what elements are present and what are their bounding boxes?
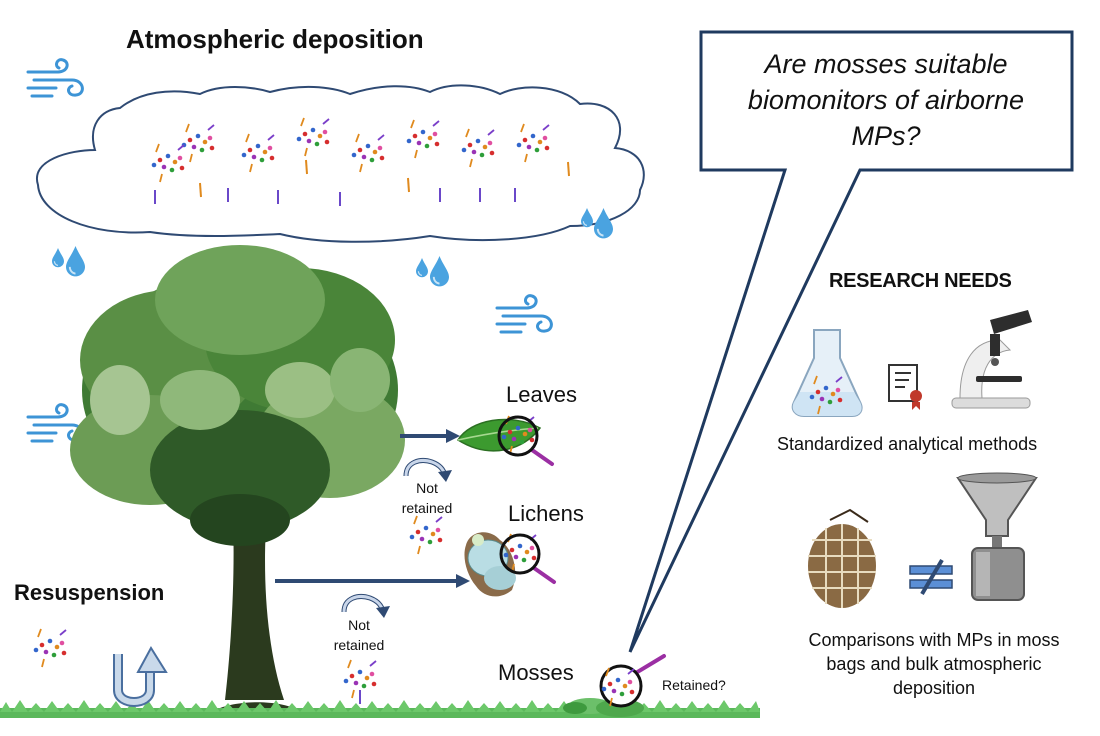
funnel-collector-icon	[956, 472, 1038, 601]
lichens-label: Lichens	[508, 501, 584, 526]
research-needs-heading: RESEARCH NEEDS	[829, 270, 1012, 292]
not-retained-line1: Not	[416, 480, 438, 496]
not-retained-line1: Not	[348, 617, 370, 633]
retained-question-label: Retained?	[662, 677, 726, 693]
wind-icon	[26, 58, 84, 98]
not-retained-line2: retained	[401, 500, 453, 516]
leaves-label: Leaves	[506, 382, 577, 407]
curved-arrow-icon	[403, 458, 452, 482]
mosses-label: Mosses	[498, 660, 574, 685]
curved-arrow-icon	[341, 594, 390, 618]
rain-drop-icon	[51, 245, 86, 278]
tree-icon	[70, 245, 405, 712]
microplastics-cluster	[408, 515, 444, 555]
not-retained-line2: retained	[333, 637, 385, 653]
moss-bag-icon	[808, 508, 876, 608]
not-equal-icon	[909, 558, 953, 596]
wind-icon	[495, 294, 553, 334]
diagram-title: Atmospheric deposition	[126, 24, 424, 54]
arrow-to-leaves	[400, 429, 460, 443]
standardized-methods-label: Standardized analytical methods	[777, 434, 1038, 454]
magnifier-icon	[599, 654, 666, 708]
u-turn-arrow-icon	[113, 646, 168, 707]
comparisons-label: Comparisons with MPs in moss bags and bu…	[808, 630, 1060, 698]
arrow-to-lichens	[275, 574, 470, 588]
resuspension-label: Resuspension	[14, 580, 165, 605]
document-certificate-icon	[888, 364, 922, 410]
not-retained-label: Not retained	[324, 615, 394, 655]
question-text: Are mosses suitable biomonitors of airbo…	[747, 49, 1025, 151]
question-bubble	[628, 30, 1074, 653]
flask-icon	[791, 329, 863, 417]
grass	[0, 700, 760, 718]
microscope-icon	[951, 310, 1032, 409]
leaf-icon	[456, 415, 554, 466]
cloud	[35, 84, 645, 243]
microplastics-cluster	[32, 628, 68, 668]
not-retained-label: Not retained	[392, 478, 462, 518]
microplastics-cluster	[342, 659, 378, 705]
rain-drop-icon	[415, 255, 450, 288]
lichen-icon	[464, 532, 556, 597]
